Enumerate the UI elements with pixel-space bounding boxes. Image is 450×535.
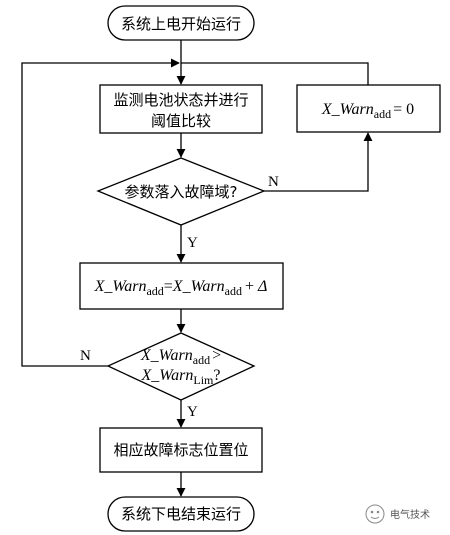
decision1-label: 参数落入故障域?	[125, 183, 238, 201]
watermark-text: 电气技术	[390, 508, 430, 521]
line-reset-to-loop	[181, 62, 369, 85]
watermark-logo-icon	[365, 504, 385, 524]
end-terminal-label: 系统下电结束运行	[121, 505, 241, 523]
decision2-no-label: N	[80, 348, 91, 364]
increment-process-box	[79, 262, 284, 310]
start-terminal-label: 系统上电开始运行	[121, 15, 241, 33]
reset-process-box	[296, 84, 441, 133]
end-terminal	[107, 496, 255, 532]
increment-process-label: X_Warnadd=X_Warnadd+ Δ	[94, 278, 268, 298]
decision1-yes-label: Y	[187, 235, 198, 251]
monitor-process-box	[99, 84, 263, 134]
decision2-label-line2: X_WarnLim?	[141, 367, 221, 387]
flag-process-label: 相应故障标志位置位	[113, 441, 248, 459]
arrow-decision2-no-loop	[21, 58, 180, 367]
reset-process-label: X_Warnadd= 0	[321, 101, 414, 121]
decision2-yes-label: Y	[187, 404, 198, 420]
decision1-no-label: N	[268, 174, 279, 190]
decision2-label-line1: X_Warnadd>	[140, 347, 221, 367]
monitor-process-line2: 阈值比较	[151, 112, 211, 130]
monitor-process-line1: 监测电池状态并进行	[113, 91, 248, 109]
flag-process-box	[99, 427, 263, 473]
arrow-decision1-no-to-reset	[264, 132, 373, 192]
